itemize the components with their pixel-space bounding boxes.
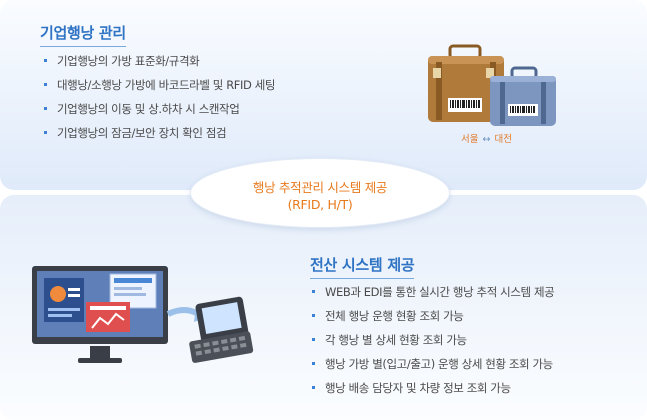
system-provision-list: WEB과 EDI를 통한 실시간 행낭 추적 시스템 제공 전체 행낭 운행 현…	[312, 282, 555, 402]
system-provision-title: 전산 시스템 제공	[310, 256, 415, 279]
list-item: 전체 행낭 운행 현황 조회 가능	[312, 306, 554, 330]
list-item: 각 행낭 별 상세 현황 조회 가능	[312, 330, 554, 354]
blue-suitcase-icon	[490, 66, 556, 126]
tracking-system-sublabel: (RFID, H/T)	[287, 197, 353, 212]
route-to: 대전	[494, 134, 512, 145]
route-from: 서울	[461, 134, 479, 145]
list-item: 대행낭/소행낭 가방에 바코드라벨 및 RFID 세팅	[44, 75, 275, 99]
computer-system-illustration	[32, 266, 254, 363]
double-arrow-icon: ↔	[482, 134, 491, 145]
list-item: 기업행낭의 이동 및 상.하차 시 스캔작업	[44, 99, 275, 123]
list-item: 행낭 가방 별(입고/출고) 운행 상세 현황 조회 가능	[312, 354, 554, 378]
tracking-system-ellipse: 행낭 추적관리 시스템 제공 (RFID, H/T)	[190, 158, 450, 228]
suitcases-illustration	[428, 44, 556, 126]
list-item: 기업행낭의 가방 표준화/규격화	[44, 51, 275, 75]
bag-management-list: 기업행낭의 가방 표준화/규격화 대행낭/소행낭 가방에 바코드라벨 및 RFI…	[44, 51, 275, 147]
monitor-icon	[32, 266, 168, 363]
list-item: 행낭 배송 담당자 및 차량 정보 조회 가능	[312, 378, 554, 402]
tracking-system-label: 행낭 추적관리 시스템 제공	[252, 180, 388, 195]
list-item: WEB과 EDI를 통한 실시간 행낭 추적 시스템 제공	[312, 282, 555, 306]
bag-management-title: 기업행낭 관리	[40, 24, 126, 47]
route-label: 서울↔대전	[461, 131, 512, 145]
arrow-right-icon	[166, 307, 200, 317]
handheld-terminal-icon	[189, 296, 254, 363]
list-item: 기업행낭의 잠금/보안 장치 확인 점검	[44, 123, 275, 147]
